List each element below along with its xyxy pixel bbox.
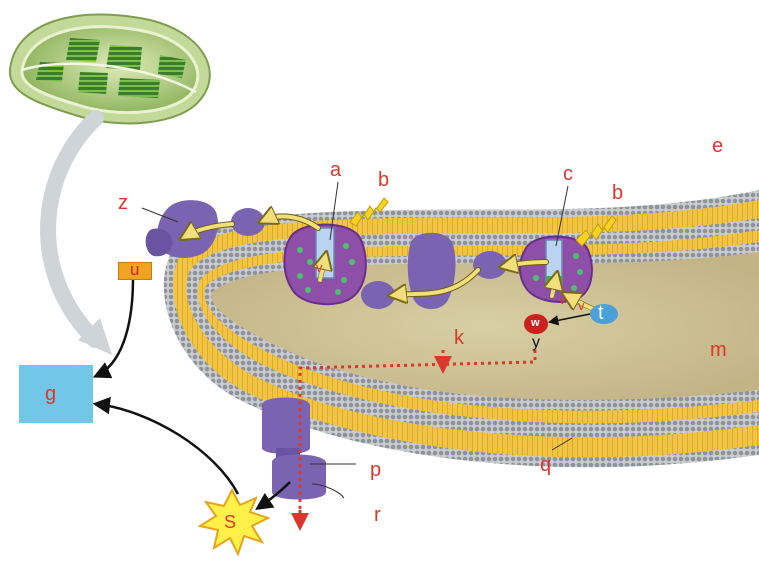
carrier-2 (361, 281, 395, 309)
label-v-c2: v (578, 298, 585, 313)
molecule-t (590, 304, 618, 324)
label-u: u (130, 260, 140, 279)
label-b-2: b (612, 182, 624, 204)
electron-flow (186, 216, 599, 313)
label-c: c (563, 163, 573, 185)
molecule-w (524, 314, 548, 334)
label-y: y (532, 334, 540, 351)
label-s: S (224, 512, 237, 532)
proton-path (298, 350, 537, 520)
label-g: g (45, 383, 57, 405)
label-t: t (598, 302, 604, 324)
label-r: r (374, 504, 381, 526)
pointer-lines (141, 181, 573, 499)
lightning-icon (349, 197, 389, 227)
label-a: a (330, 159, 342, 181)
t-to-w-arrow (547, 313, 591, 326)
box-g: g (19, 365, 93, 423)
photosystem-c (518, 235, 593, 303)
lightning-icon (575, 215, 617, 247)
label-e: e (712, 135, 724, 157)
label-p: p (370, 459, 382, 481)
carrier-1 (231, 208, 265, 236)
chloroplast-icon (8, 13, 211, 125)
label-k: k (454, 327, 464, 349)
label-v-a: v (316, 260, 323, 275)
label-b: b (378, 169, 390, 191)
label-w: w (531, 317, 540, 329)
box-u: u (118, 260, 152, 280)
label-m: m (710, 339, 727, 361)
label-q: q (540, 454, 552, 476)
label-z: z (118, 192, 128, 214)
cytochrome-complex (407, 232, 456, 309)
zoom-arrow (40, 110, 112, 355)
label-v-c1: v (559, 292, 566, 307)
atp-synthase-icon (262, 397, 326, 500)
carrier-3 (473, 251, 507, 279)
starburst-icon (197, 487, 271, 557)
flow-arrows (92, 277, 291, 510)
